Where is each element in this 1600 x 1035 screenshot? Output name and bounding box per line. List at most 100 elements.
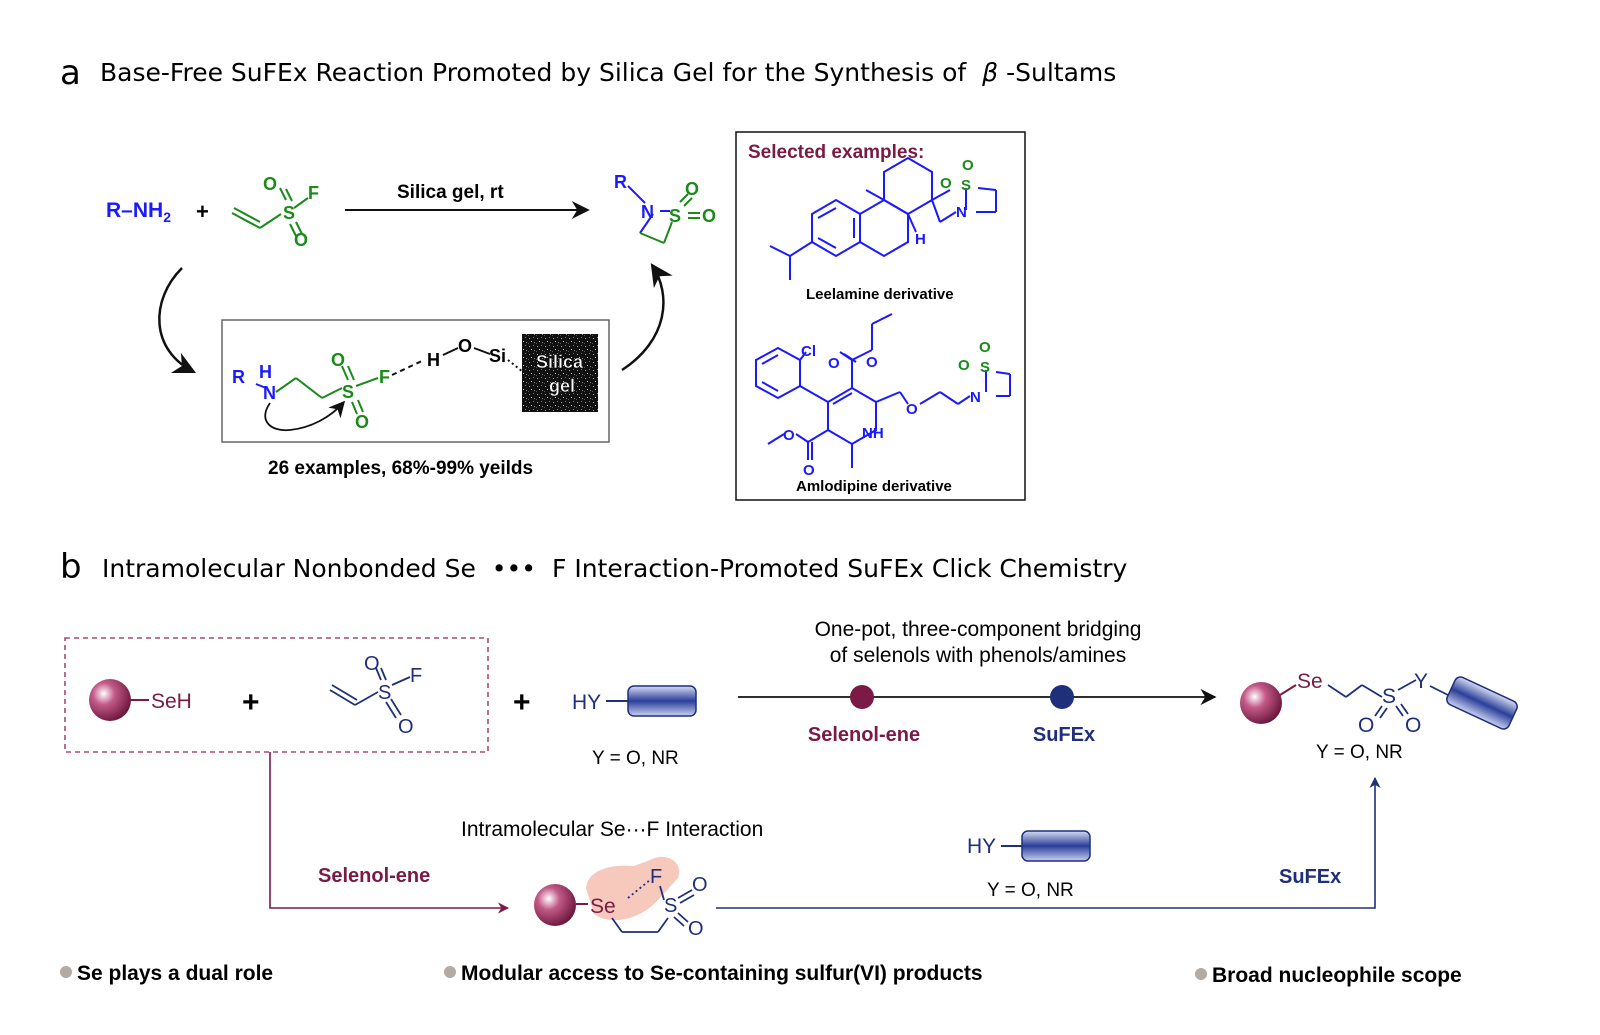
- example1-label: Leelamine derivative: [806, 286, 954, 303]
- esf-molecule-b: [329, 667, 411, 719]
- sultam-O-top: O: [685, 179, 699, 199]
- bullet-dot-1: [60, 966, 72, 978]
- selenol-ene-label-2: Selenol-ene: [318, 865, 430, 887]
- int-S: S: [342, 382, 354, 402]
- nucleophile-capsule-1: [627, 685, 697, 717]
- inter-O-top: O: [692, 874, 708, 896]
- sultam-product: [627, 185, 700, 244]
- curved-arrow-down: [158, 267, 197, 374]
- silica-label-1: Silica: [536, 352, 584, 372]
- inter-Se: Se: [590, 895, 616, 918]
- int-H-bond: H: [427, 350, 440, 370]
- sultam-O-right: O: [702, 206, 716, 226]
- product-sphere: [1240, 682, 1282, 724]
- product-capsule: [1446, 676, 1518, 730]
- reagent-amine-sub: 2: [163, 209, 171, 225]
- aml-O1: O: [828, 355, 840, 372]
- panel-a-title-suffix: -Sultams: [1006, 58, 1116, 87]
- plus-sign-b1: +: [242, 686, 260, 719]
- panel-b-title: Intramolecular Nonbonded Se ••• F Intera…: [102, 554, 1128, 583]
- examples-title: Selected examples:: [748, 142, 924, 163]
- aml-Cl: Cl: [801, 343, 816, 360]
- int-O-silanol: O: [458, 336, 472, 356]
- panel-a-title-main: Base-Free SuFEx Reaction Promoted by Sil…: [100, 58, 967, 87]
- int-F: F: [379, 367, 390, 387]
- arrow-text-2: of selenols with phenols/amines: [830, 644, 1127, 667]
- esf-molecule: [231, 187, 309, 237]
- panel-a-title: Base-Free SuFEx Reaction Promoted by Sil…: [100, 58, 1116, 87]
- esf-S: S: [283, 203, 295, 223]
- esf-b-O-bottom: O: [398, 716, 414, 738]
- hy-label-1: HY: [572, 691, 601, 714]
- panel-a-title-greek: β: [981, 58, 998, 87]
- panel-b-title-right: F Interaction-Promoted SuFEx Click Chemi…: [552, 554, 1128, 583]
- panel-b-title-left: Intramolecular Nonbonded Se: [102, 554, 476, 583]
- curved-arrow-up: [621, 263, 673, 372]
- leel-H: H: [915, 231, 926, 248]
- se-f-highlight: [586, 856, 680, 921]
- example2-label: Amlodipine derivative: [796, 478, 952, 495]
- aml-SO1: O: [958, 357, 970, 374]
- sufex-label-1: SuFEx: [1033, 724, 1095, 746]
- y-def-2: Y = O, NR: [987, 880, 1074, 901]
- examples-box: [735, 131, 1026, 501]
- esf-b-O-top: O: [364, 653, 380, 675]
- leel-O2: O: [962, 157, 974, 174]
- arrow-text-1: One-pot, three-component bridging: [815, 618, 1142, 641]
- sultam-S: S: [669, 206, 681, 226]
- product-chain: [1327, 679, 1451, 719]
- esf-O-bottom: O: [294, 230, 308, 250]
- selenol-ene-label-1: Selenol-ene: [808, 724, 920, 746]
- product-S: S: [1382, 685, 1396, 708]
- panel-a: a Base-Free SuFEx Reaction Promoted by S…: [60, 53, 1116, 501]
- product-O-right: O: [1405, 714, 1421, 737]
- leel-N: N: [956, 204, 967, 221]
- sultam-R: R: [614, 172, 627, 192]
- aml-NH: NH: [862, 425, 884, 442]
- bullet-dot-3: [1195, 968, 1207, 980]
- sufex-pathway-arrow: [716, 776, 1381, 909]
- leelamine-structure: [769, 156, 997, 280]
- inter-O-bottom: O: [688, 918, 704, 940]
- aml-O3: O: [906, 401, 918, 418]
- int-Si: Si: [489, 346, 506, 366]
- silica-gel-block: [522, 334, 598, 412]
- intermediate-bonds: [611, 879, 695, 933]
- amlodipine-structure: [755, 313, 1011, 468]
- sultam-N: N: [641, 202, 654, 222]
- inter-S: S: [664, 895, 677, 917]
- selenol-ene-pathway-arrow: [269, 752, 510, 914]
- product-Se: Se: [1297, 670, 1323, 693]
- aml-O4: O: [783, 427, 795, 444]
- esf-F: F: [308, 183, 319, 203]
- reagent-dashed-box: [64, 637, 489, 753]
- esf-O-top: O: [263, 174, 277, 194]
- aml-O5: O: [803, 462, 815, 479]
- condition-label: Silica gel, rt: [397, 182, 504, 203]
- plus-sign-b2: +: [513, 686, 531, 719]
- panel-b: b Intramolecular Nonbonded Se ••• F Inte…: [60, 547, 1518, 987]
- panel-b-letter: b: [60, 547, 82, 587]
- esf-b-S: S: [378, 682, 391, 704]
- bullet-2: Modular access to Se-containing sulfur(V…: [461, 962, 983, 985]
- sufex-dot: [1050, 685, 1074, 709]
- bullet-dot-2: [444, 966, 456, 978]
- plus-sign-a: +: [196, 199, 209, 224]
- intermediate-structure: [255, 347, 529, 432]
- reagent-amine: R–NH2: [106, 199, 171, 225]
- intramolecular-label: Intramolecular Se···F Interaction: [461, 818, 763, 841]
- aml-N: N: [970, 389, 981, 406]
- selenol-ene-dot: [850, 685, 874, 709]
- yield-text: 26 examples, 68%-99% yeilds: [268, 458, 533, 479]
- aml-S: S: [980, 359, 990, 376]
- nucleophile-capsule-2: [1021, 830, 1091, 862]
- selenol-sphere: [89, 679, 131, 721]
- leel-O1: O: [940, 175, 952, 192]
- sufex-label-2: SuFEx: [1279, 866, 1341, 888]
- bullet-3: Broad nucleophile scope: [1212, 964, 1462, 987]
- product-Y: Y: [1414, 670, 1428, 693]
- reagent-amine-text: R–NH: [106, 199, 163, 222]
- aml-O2: O: [866, 354, 878, 371]
- intermediate-sphere: [534, 884, 576, 926]
